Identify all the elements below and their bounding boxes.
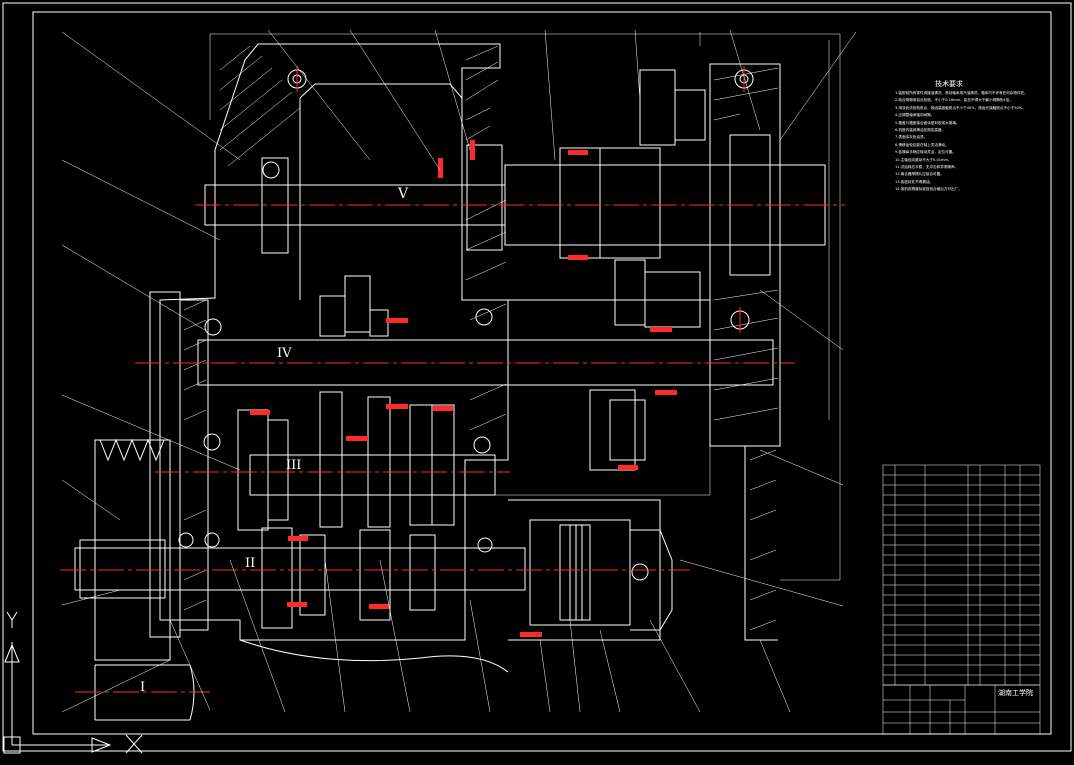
requirement-line: 3.用涂色法检验斑点，按齿高接触斑点不小于40%，按齿长接触斑点不小于50%。	[895, 105, 1026, 110]
shaft-i	[94, 664, 195, 721]
centerlines	[60, 66, 845, 693]
requirement-line: 10.主轴径向跳动不大于0.01mm。	[895, 157, 952, 162]
requirement-line: 1.装配前所有零件用煤油清洗，滚动轴承用汽油清洗，箱体内不许有任何杂物存在。	[895, 91, 1028, 95]
shaft-label-ii: II	[245, 556, 256, 571]
shafts	[74, 164, 826, 721]
requirement-line: 11.试运转应平稳，无冲击和异常噪声。	[895, 165, 959, 170]
leader-lines	[61, 29, 857, 713]
requirement-line: 14.按机床精度标准检验合格后方可出厂。	[895, 187, 962, 192]
shaft-label-i: I	[140, 680, 146, 695]
shaft-label-v: V	[398, 186, 409, 202]
requirement-line: 9.各操纵手柄应转动灵活，定位可靠。	[895, 150, 956, 155]
requirement-line: 4.应调整轴承轴向间隙。	[895, 113, 935, 118]
shaft-iii	[249, 454, 496, 496]
shaft-label-iv: IV	[277, 346, 292, 361]
requirement-line: 5.箱盖与箱座接合面涂密封胶或水玻璃。	[895, 120, 960, 125]
inner-frame	[32, 11, 1052, 735]
requirement-line: 7.表面涂灰色油漆。	[895, 135, 928, 140]
title-block	[882, 684, 1041, 735]
shaft-ii	[74, 547, 526, 591]
technical-requirements-title: 技术要求	[935, 80, 963, 88]
shaft-label-iii: III	[286, 458, 302, 473]
requirement-line: 8.滑移齿轮应能在轴上灵活滑动。	[895, 142, 949, 147]
requirement-line: 12.离合器摩擦片应接合可靠。	[895, 172, 944, 177]
ucs-icon	[3, 611, 143, 754]
clutch	[529, 519, 673, 631]
keys-and-seals	[250, 140, 677, 637]
hatching	[183, 45, 779, 631]
parts-list	[882, 464, 1041, 686]
pulley	[79, 438, 171, 661]
requirement-line: 13.各密封处不得漏油。	[895, 179, 934, 184]
housing	[149, 43, 781, 673]
requirement-line: 2.啮合侧隙用铅丝检验，不小于0.16mm，铅丝不得大于最小侧隙的4倍。	[895, 98, 1013, 103]
title-block-school: 湖南工学院	[998, 689, 1033, 697]
gears	[237, 69, 706, 629]
requirement-line: 6.机座内装润滑油至规定高度。	[895, 128, 946, 133]
technical-requirements: 1.装配前所有零件用煤油清洗，滚动轴承用汽油清洗，箱体内不许有任何杂物存在。 2…	[895, 90, 1065, 194]
outer-frame	[2, 2, 1072, 752]
